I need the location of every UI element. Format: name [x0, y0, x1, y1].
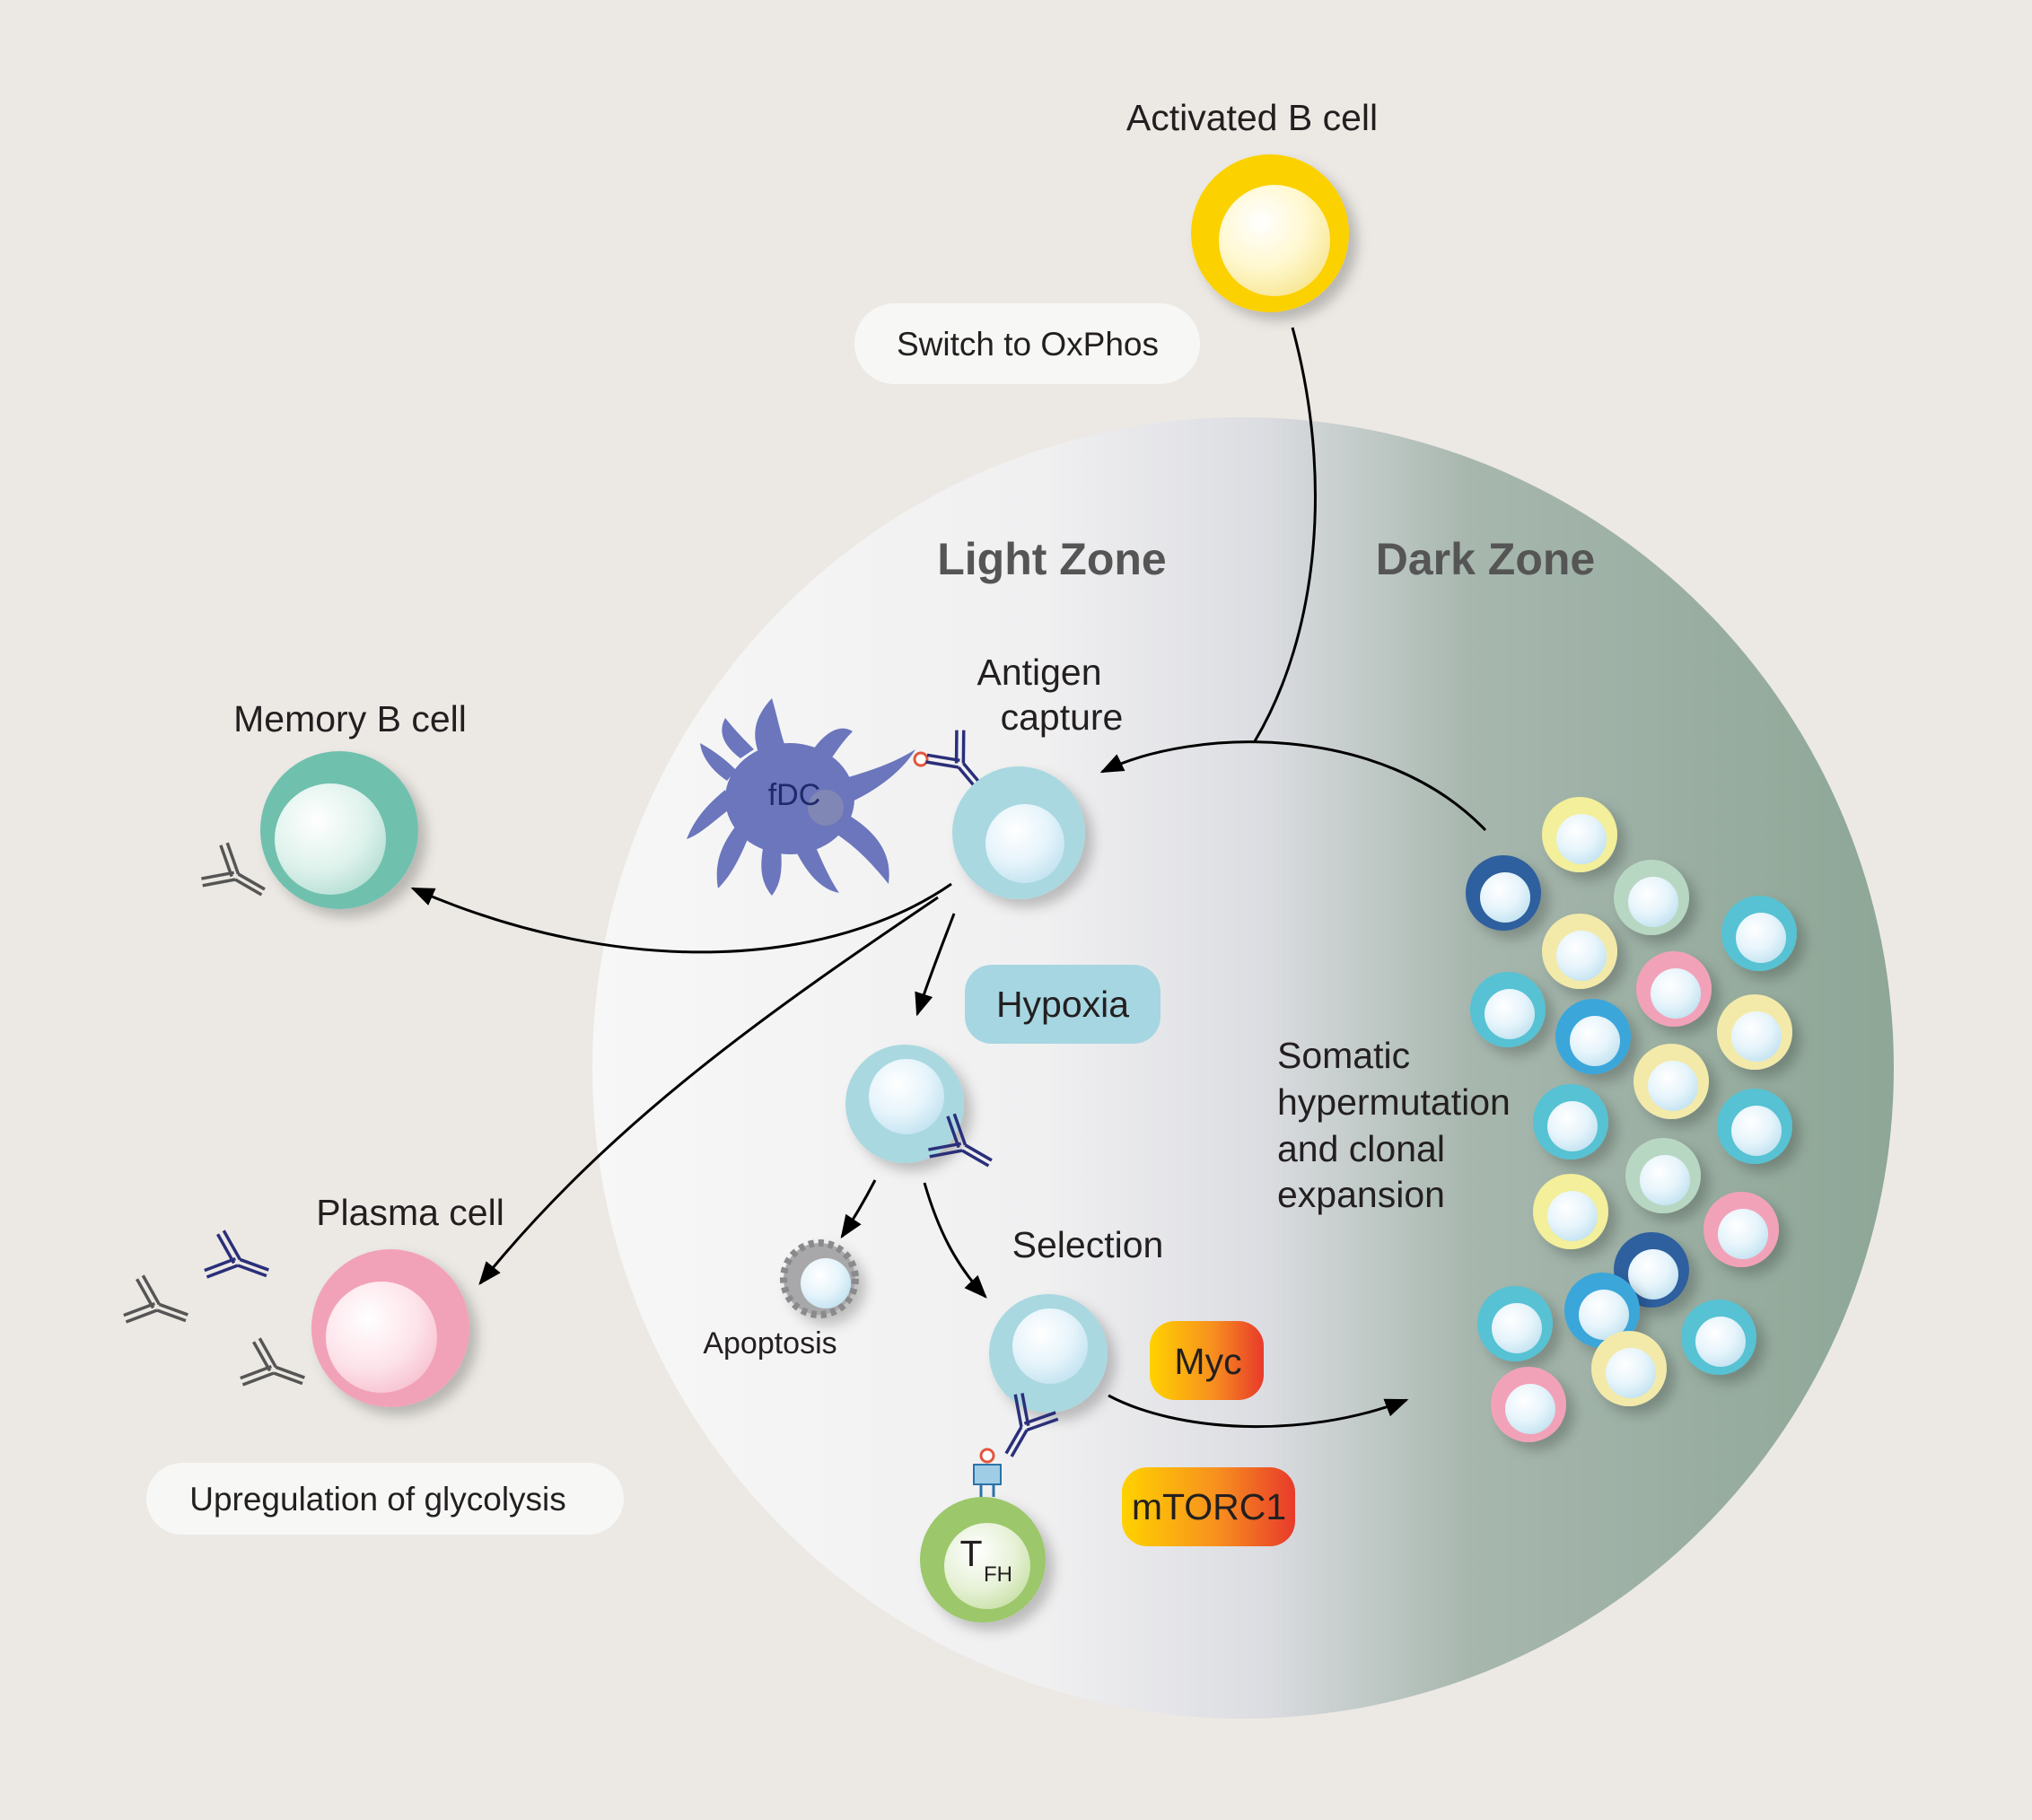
dark-zone-b-cell: [1542, 797, 1617, 872]
antigen-capture-b-cell: [952, 766, 1085, 899]
dark-zone-b-cell: [1466, 855, 1541, 931]
switch-oxphos-pill: [854, 303, 1200, 384]
somatic-label-line4: expansion: [1277, 1174, 1445, 1215]
hypoxia-label: Hypoxia: [996, 984, 1129, 1025]
mtorc1-pill: [1122, 1467, 1295, 1546]
dark-zone-b-cell: [1633, 1044, 1709, 1119]
apoptosis-label: Apoptosis: [703, 1326, 836, 1361]
arrow-to-hypoxia-cell: [915, 913, 956, 1017]
arrow-to-plasma-cell: [478, 896, 939, 1286]
myc-pill: [1150, 1321, 1264, 1400]
glycolysis-label: Upregulation of glycolysis: [189, 1481, 566, 1518]
arrow-activated-to-gc: [1253, 327, 1317, 742]
antigen-capture-label-line1: Antigen: [977, 652, 1101, 693]
dark-zone-b-cell: [1533, 1174, 1608, 1249]
arrows: [410, 327, 1487, 1429]
glycolysis-pill: [146, 1463, 624, 1535]
fdc-cell: [687, 698, 915, 896]
dark-zone-b-cell: [1614, 860, 1689, 935]
somatic-label-line2: hypermutation: [1277, 1081, 1511, 1123]
memory-b-cell: [260, 751, 418, 909]
selected-b-cell: [989, 1294, 1108, 1413]
dark-zone-b-cell: [1533, 1084, 1608, 1159]
apoptotic-cell: [780, 1239, 859, 1318]
arrow-to-memory-b-cell: [410, 882, 952, 954]
memory-b-cell-label: Memory B cell: [233, 698, 467, 739]
activated-b-cell-label: Activated B cell: [1126, 97, 1378, 138]
arrow-to-selection: [923, 1182, 987, 1299]
dark-zone-title: Dark Zone: [1376, 534, 1596, 584]
plasma-cell-label: Plasma cell: [316, 1192, 504, 1233]
selection-label: Selection: [1012, 1224, 1164, 1265]
arrow-to-apoptosis: [840, 1179, 877, 1239]
fdc-label: fDC: [768, 778, 821, 812]
mhc-receptor-icon: [973, 1464, 1002, 1497]
mtorc1-label: mTORC1: [1132, 1486, 1286, 1527]
tfh-label-main: T: [959, 1533, 982, 1574]
dark-zone-b-cell: [1477, 1286, 1553, 1361]
switch-oxphos-label: Switch to OxPhos: [897, 326, 1159, 363]
tfh-cell: [920, 1497, 1046, 1623]
tfh-label-sub: FH: [984, 1562, 1012, 1587]
hypoxia-pill: [965, 965, 1161, 1044]
dark-zone-b-cell: [1717, 1089, 1792, 1164]
dark-zone-b-cell: [1681, 1299, 1756, 1375]
dark-zone-b-cell: [1717, 994, 1792, 1070]
germinal-center: [592, 417, 1894, 1719]
dark-zone-b-cell: [1564, 1273, 1640, 1348]
dark-zone-b-cell: [1721, 896, 1797, 971]
dark-zone-b-cell: [1591, 1331, 1667, 1406]
hypoxic-b-cell: [845, 1045, 964, 1163]
dark-zone-b-cell: [1542, 914, 1617, 989]
antigen-capture-label-line2: capture: [1001, 696, 1124, 738]
secreted-antibody-icon-3: [237, 1334, 314, 1405]
arrow-to-dark-zone: [1108, 1394, 1409, 1429]
dark-zone-b-cell: [1555, 999, 1631, 1074]
dark-zone-b-cell: [1625, 1138, 1701, 1213]
plasma-cell: [311, 1249, 469, 1407]
dark-zone-b-cell: [1704, 1192, 1779, 1267]
light-zone-title: Light Zone: [937, 534, 1167, 584]
myc-label: Myc: [1174, 1341, 1241, 1382]
dark-zone-b-cell: [1636, 951, 1712, 1027]
antigen-dot-icon: [913, 751, 929, 767]
selection-antigen-dot-icon: [979, 1448, 995, 1464]
activated-b-cell: [1191, 154, 1349, 312]
secreted-antibody-icon-1: [201, 1227, 278, 1298]
dark-zone-cell-cluster: [1466, 797, 1797, 1442]
arrow-dark-to-antigen-capture: [1099, 740, 1487, 832]
somatic-label-line1: Somatic: [1277, 1035, 1410, 1076]
secreted-antibody-icon-2: [120, 1272, 197, 1343]
dark-zone-b-cell: [1470, 972, 1546, 1047]
dark-zone-b-cell: [1491, 1367, 1566, 1442]
somatic-label-line3: and clonal: [1277, 1128, 1445, 1169]
